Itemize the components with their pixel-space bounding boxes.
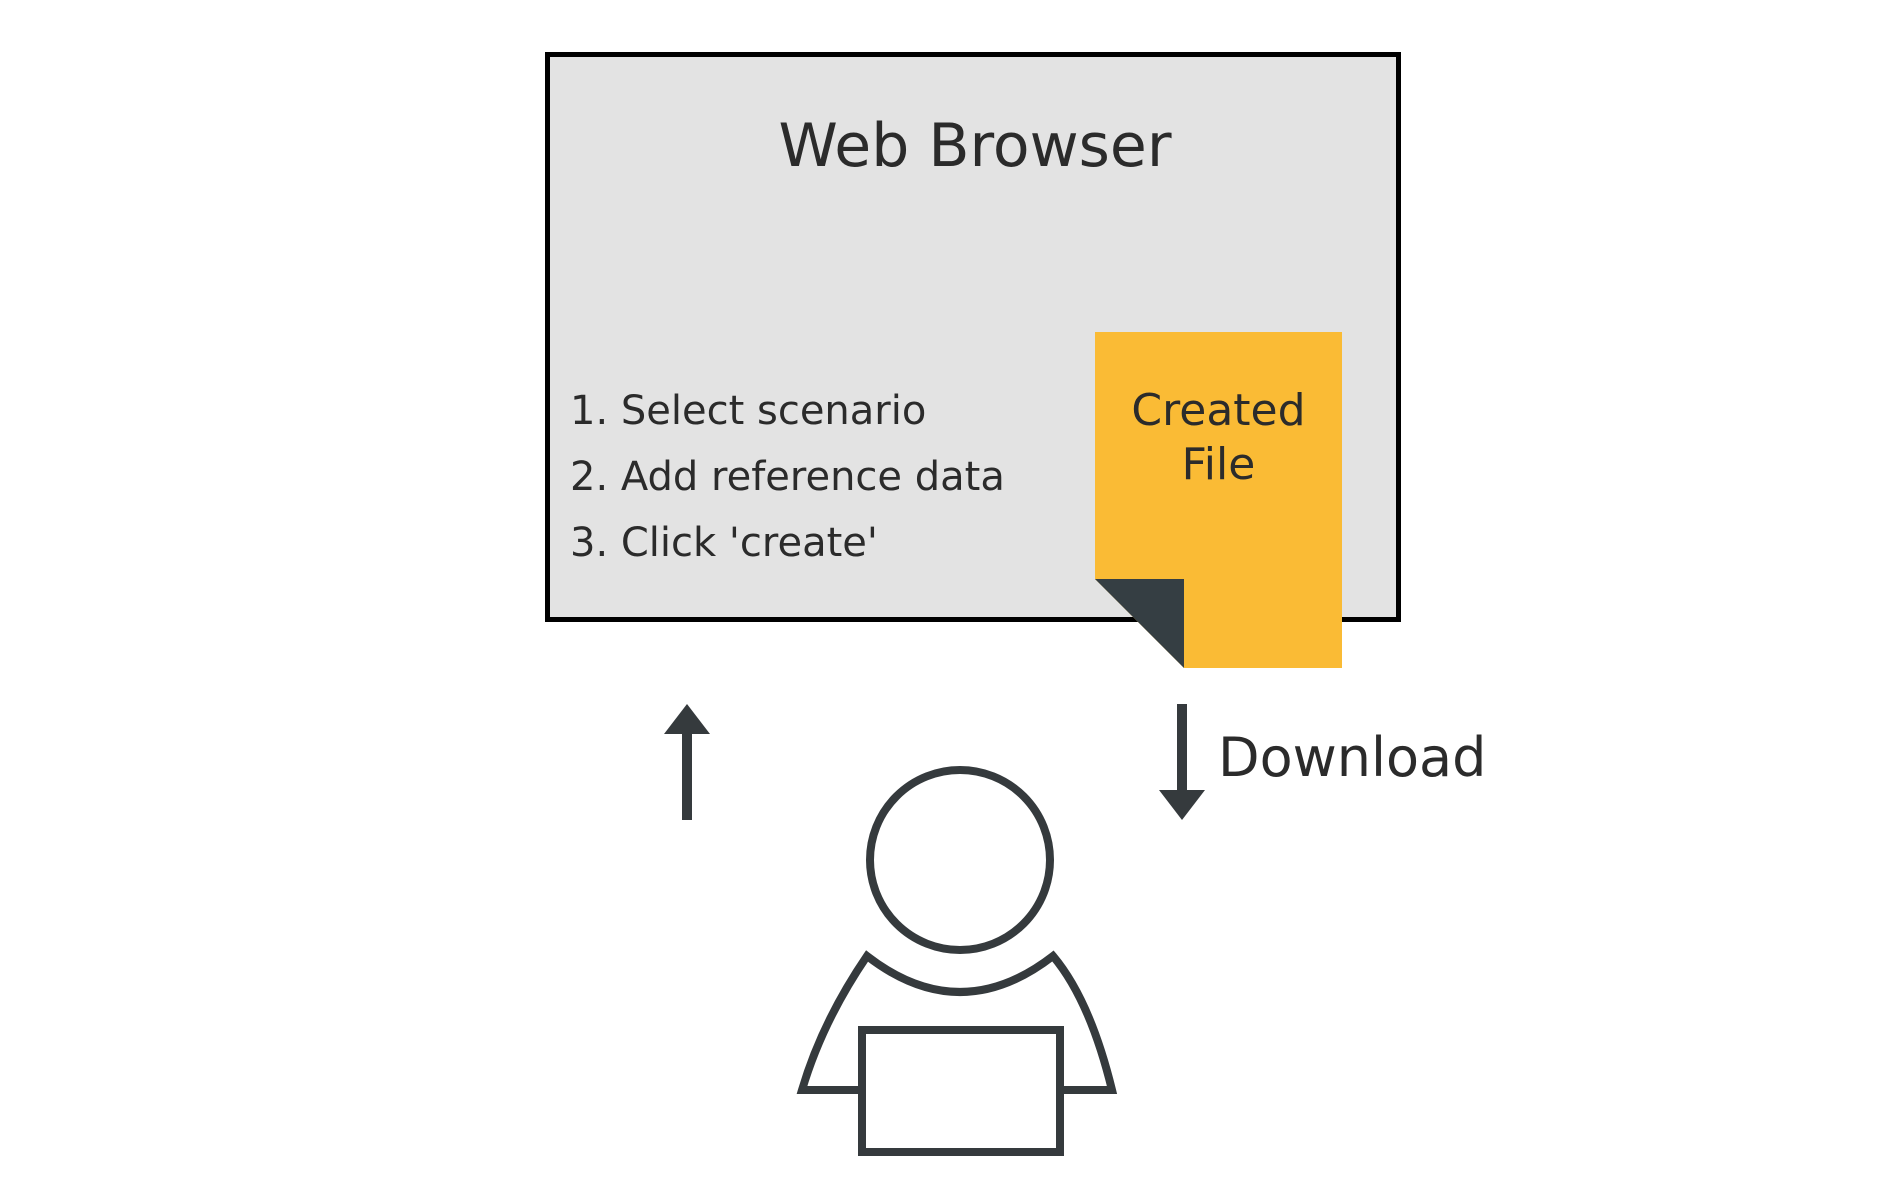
user-laptop xyxy=(858,1026,1064,1156)
steps-list: 1. Select scenario 2. Add reference data… xyxy=(570,378,1005,576)
user-head xyxy=(866,766,1054,954)
arrow-up-icon xyxy=(664,704,710,820)
arrow-up-head xyxy=(664,704,710,734)
step-add-reference-data: 2. Add reference data xyxy=(570,454,1005,500)
document-icon xyxy=(1095,332,1342,668)
web-browser-title: Web Browser xyxy=(778,111,1172,181)
user-at-laptop-icon xyxy=(796,766,1118,1156)
created-file-label: Created File xyxy=(1095,384,1342,492)
step-click-create: 3. Click 'create' xyxy=(570,520,878,566)
arrow-down-icon xyxy=(1159,704,1205,820)
arrow-down-shaft xyxy=(1177,704,1187,792)
arrow-down-head xyxy=(1159,790,1205,820)
created-file-label-line2: File xyxy=(1181,439,1256,490)
download-label: Download xyxy=(1218,726,1487,789)
step-select-scenario: 1. Select scenario xyxy=(570,388,927,434)
created-file-sheet xyxy=(1095,332,1342,668)
created-file-label-line1: Created xyxy=(1131,385,1306,436)
arrow-up-shaft xyxy=(682,732,692,820)
created-file-fold xyxy=(1095,579,1184,668)
